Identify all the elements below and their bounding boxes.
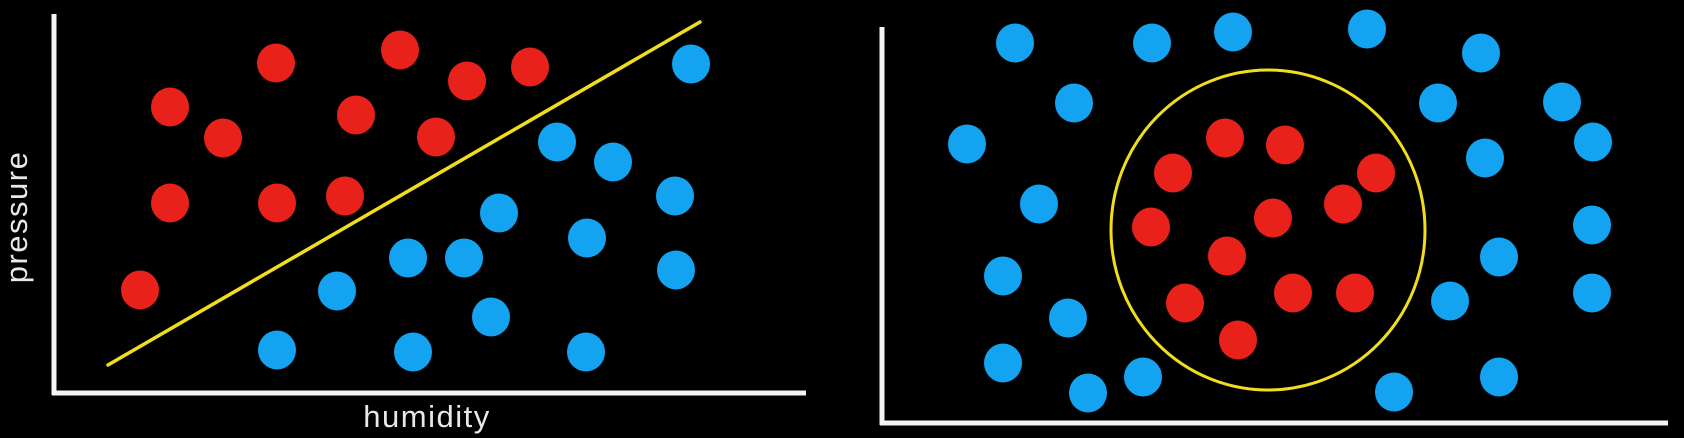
red-class-point xyxy=(151,87,189,127)
red-class-point xyxy=(1266,125,1304,165)
right-scatter-plot xyxy=(879,9,1668,426)
left-scatter-plot: pressure humidity xyxy=(0,14,806,434)
blue-class-point xyxy=(1573,205,1611,245)
red-class-point xyxy=(448,61,486,101)
red-class-point xyxy=(326,176,364,216)
blue-class-point xyxy=(672,44,710,84)
blue-class-point xyxy=(1069,373,1107,413)
blue-class-point xyxy=(594,142,632,182)
decision-boundary-line xyxy=(106,20,702,367)
red-class-point xyxy=(417,117,455,157)
red-class-point xyxy=(511,47,549,87)
blue-class-point xyxy=(567,332,605,372)
red-class-point xyxy=(337,95,375,135)
blue-class-point xyxy=(394,332,432,372)
red-class-point xyxy=(1206,118,1244,158)
red-class-point xyxy=(1357,153,1395,193)
blue-class-point xyxy=(480,193,518,233)
blue-class-point xyxy=(1348,9,1386,49)
red-class-point xyxy=(1132,207,1170,247)
blue-class-point xyxy=(984,256,1022,296)
red-class-point xyxy=(1166,283,1204,323)
blue-class-point xyxy=(1419,83,1457,123)
blue-class-point xyxy=(568,218,606,258)
red-class-point xyxy=(1274,273,1312,313)
blue-class-point xyxy=(996,23,1034,63)
blue-class-point xyxy=(1543,82,1581,122)
blue-class-point xyxy=(1480,357,1518,397)
red-class-point xyxy=(257,43,295,83)
blue-class-point xyxy=(1124,357,1162,397)
left-x-axis-label: humidity xyxy=(363,399,490,434)
blue-class-point xyxy=(1573,273,1611,313)
blue-class-point xyxy=(1466,138,1504,178)
red-class-point xyxy=(1254,198,1292,238)
left-y-axis-label: pressure xyxy=(0,151,34,284)
blue-class-point xyxy=(1049,298,1087,338)
blue-class-point xyxy=(445,238,483,278)
red-class-point xyxy=(1336,273,1374,313)
red-class-point xyxy=(1208,236,1246,276)
blue-class-point xyxy=(1214,12,1252,52)
blue-class-point xyxy=(1055,83,1093,123)
blue-class-point xyxy=(1574,122,1612,162)
blue-class-point xyxy=(657,250,695,290)
red-class-point xyxy=(121,270,159,310)
blue-class-point xyxy=(472,297,510,337)
blue-class-point xyxy=(389,238,427,278)
red-class-point xyxy=(204,118,242,158)
blue-class-point xyxy=(656,176,694,216)
blue-class-point xyxy=(1480,237,1518,277)
blue-class-point xyxy=(318,271,356,311)
blue-class-point xyxy=(1462,33,1500,73)
blue-class-point xyxy=(948,124,986,164)
red-class-point xyxy=(258,183,296,223)
blue-class-point xyxy=(258,330,296,370)
red-class-point xyxy=(381,30,419,70)
red-class-point xyxy=(1154,153,1192,193)
blue-class-point xyxy=(984,343,1022,383)
red-class-point xyxy=(1219,320,1257,360)
blue-class-point xyxy=(1133,23,1171,63)
red-class-point xyxy=(151,183,189,223)
decision-boundary-circle xyxy=(1109,68,1427,392)
red-class-point xyxy=(1324,184,1362,224)
blue-class-point xyxy=(1375,372,1413,412)
blue-class-point xyxy=(1020,184,1058,224)
blue-class-point xyxy=(538,122,576,162)
blue-class-point xyxy=(1431,281,1469,321)
